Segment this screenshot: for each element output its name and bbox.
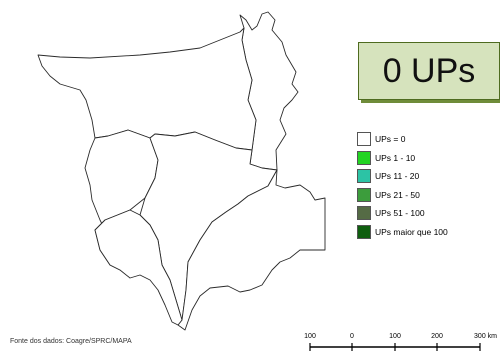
legend-label: UPs 51 - 100: [375, 208, 425, 219]
legend-item: UPs maior que 100: [357, 223, 448, 242]
legend-label: UPs 11 - 20: [375, 171, 420, 182]
legend-label: UPs 21 - 50: [375, 189, 420, 200]
legend-item: UPs 1 - 10: [357, 149, 448, 168]
legend-item: UPs 21 - 50: [357, 186, 448, 205]
map-legend: UPs = 0 UPs 1 - 10 UPs 11 - 20 UPs 21 - …: [357, 130, 448, 241]
scale-label: 100: [389, 333, 401, 340]
scale-label: 200: [431, 333, 443, 340]
legend-swatch: [357, 224, 371, 239]
legend-swatch: [357, 169, 371, 184]
legend-item: UPs 51 - 100: [357, 204, 448, 223]
legend-label: UPs maior que 100: [375, 226, 448, 237]
up-count-box: 0 UPs: [358, 42, 500, 100]
legend-swatch: [357, 187, 371, 202]
scale-label: 100: [304, 333, 316, 340]
data-source-note: Fonte dos dados: Coagre/SPRC/MAPA: [10, 338, 132, 345]
scale-label: 300 km: [474, 333, 497, 340]
up-count-text: 0 UPs: [382, 51, 476, 90]
legend-label: UPs 1 - 10: [375, 152, 416, 163]
legend-swatch: [357, 206, 371, 221]
map-region-southwest: [94, 209, 183, 326]
map-region-south: [177, 169, 326, 331]
scale-label: 0: [350, 333, 354, 340]
legend-swatch: [357, 132, 371, 147]
legend-item: UPs 11 - 20: [357, 167, 448, 186]
legend-swatch: [357, 150, 371, 165]
legend-label: UPs = 0: [375, 134, 406, 145]
legend-item: UPs = 0: [357, 130, 448, 149]
